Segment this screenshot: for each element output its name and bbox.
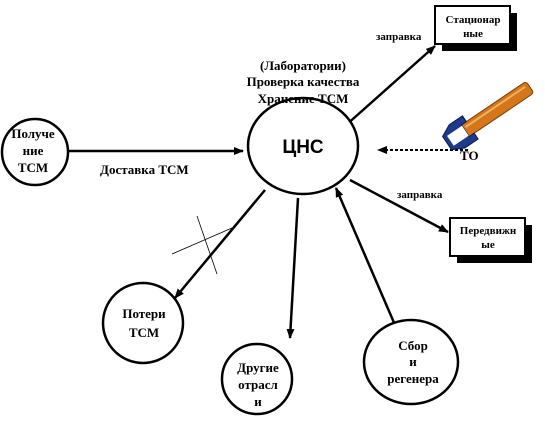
cross-mark bbox=[171, 215, 233, 275]
other-line-3: и bbox=[254, 394, 262, 409]
stationary-line-1: Стационар bbox=[446, 14, 501, 26]
receive-node: Получе ние ТСМ bbox=[0, 117, 70, 187]
arrow-to-other bbox=[286, 197, 300, 339]
center-node-label: ЦНС bbox=[282, 137, 324, 158]
refuel-right-label: заправка bbox=[397, 189, 443, 201]
center-node: ЦНС bbox=[246, 96, 360, 196]
storage-label: Хранение ТСМ bbox=[258, 91, 349, 106]
arrow-from-collect bbox=[334, 187, 397, 326]
arrow-to-losses bbox=[174, 189, 266, 299]
other-line-1: Другие bbox=[237, 360, 279, 375]
wrench-icon bbox=[442, 82, 534, 151]
center-description: (Лаборатории) Проверка качества Хранение… bbox=[247, 58, 360, 106]
collect-line-2: и bbox=[409, 354, 417, 369]
receive-line-1: Получе bbox=[11, 126, 55, 141]
other-line-2: отрасл bbox=[238, 377, 278, 392]
connectors bbox=[67, 45, 468, 339]
arrow-to-mobile bbox=[349, 178, 449, 234]
losses-node: Потери ТСМ bbox=[101, 281, 185, 365]
other-node: Другие отрасл и bbox=[220, 342, 294, 416]
mobile-line-2: ые bbox=[481, 239, 495, 251]
collect-node: Сбор и регенера bbox=[362, 318, 460, 406]
quality-label: Проверка качества bbox=[247, 74, 360, 89]
mobile-box: Передвижн ые bbox=[449, 217, 529, 260]
mobile-line-1: Передвижн bbox=[460, 225, 517, 237]
receive-line-2: ние bbox=[23, 143, 44, 158]
lab-label: (Лаборатории) bbox=[260, 58, 346, 73]
receive-line-3: ТСМ bbox=[18, 160, 48, 175]
delivery-label: Доставка ТСМ bbox=[100, 162, 189, 177]
maintenance-label: ТО bbox=[460, 148, 479, 163]
losses-line-1: Потери bbox=[122, 306, 166, 321]
collect-line-1: Сбор bbox=[398, 338, 428, 353]
losses-line-2: ТСМ bbox=[129, 325, 159, 340]
stationary-line-2: ные bbox=[463, 28, 483, 40]
refuel-top-label: заправка bbox=[376, 31, 422, 43]
arrow-to-stationary bbox=[344, 45, 436, 127]
stationary-box: Стационар ные bbox=[434, 5, 514, 48]
collect-line-3: регенера bbox=[387, 371, 439, 386]
